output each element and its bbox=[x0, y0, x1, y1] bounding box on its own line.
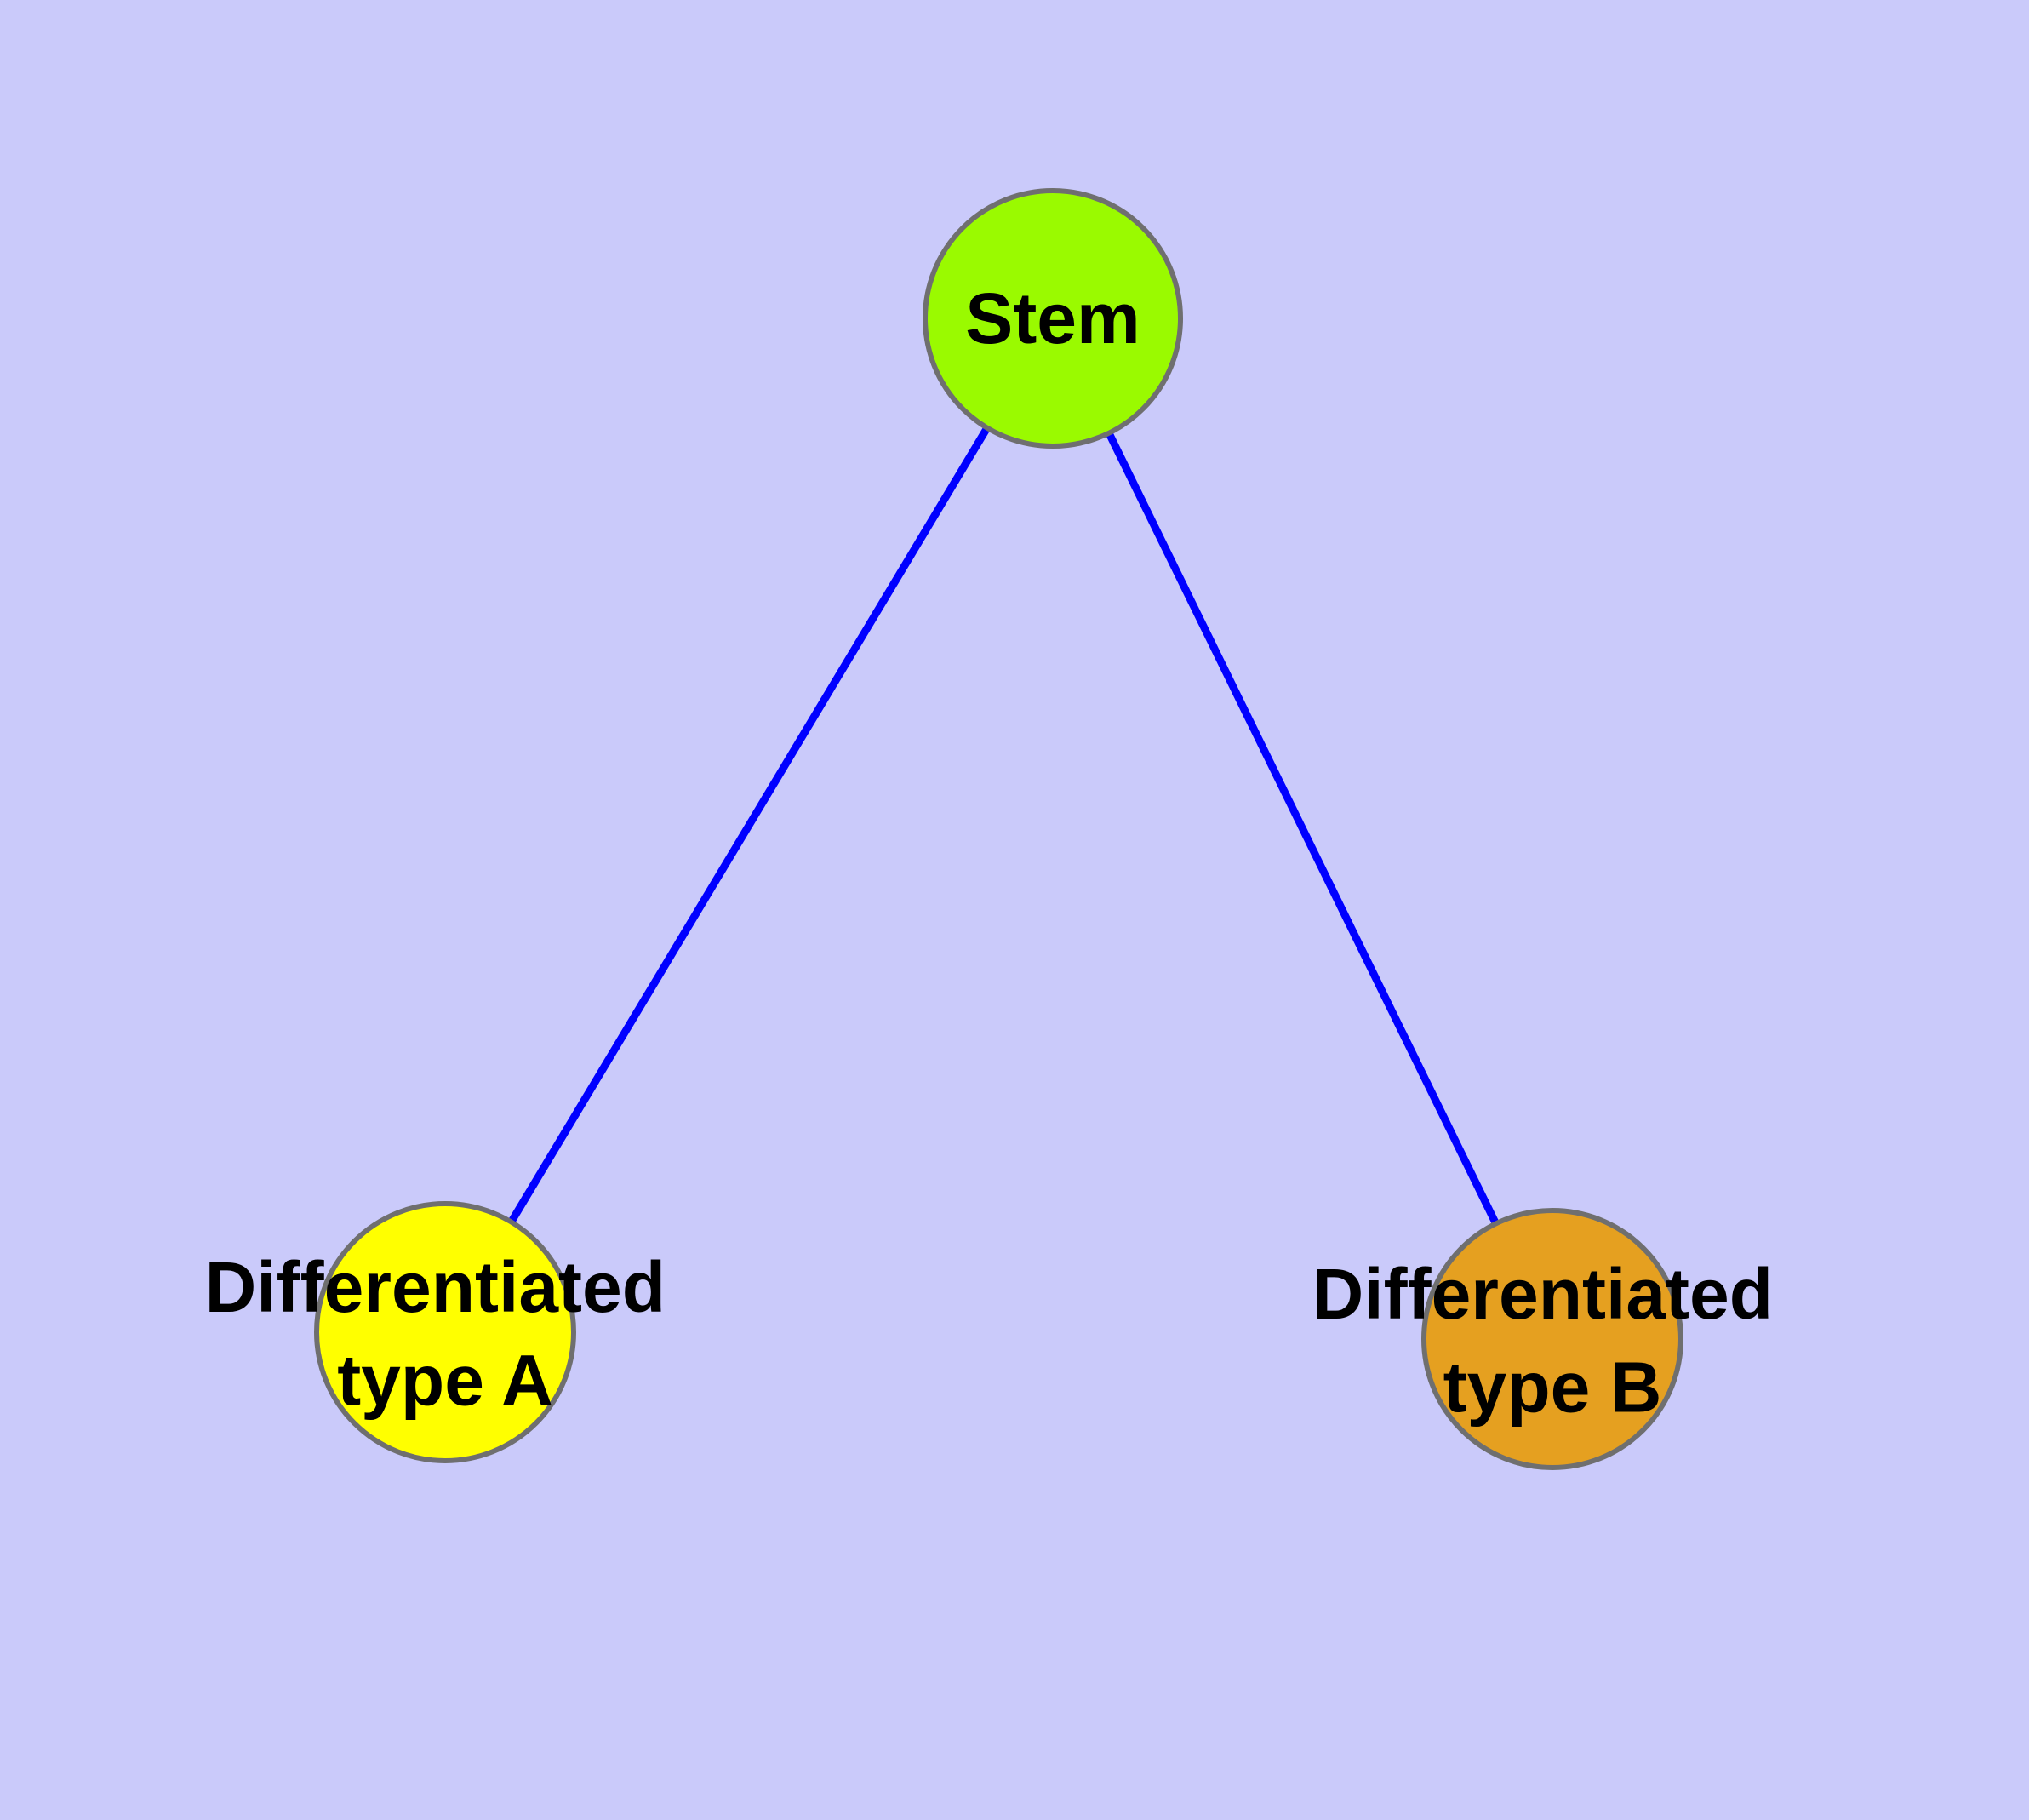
node-differentiated-type-a: Differentiated type A bbox=[205, 1201, 686, 1463]
node-differentiated-type-b-label-line2: type B bbox=[1443, 1347, 1662, 1427]
node-differentiated-type-b-label-line1: Differentiated bbox=[1312, 1254, 1773, 1334]
node-stem-circle bbox=[923, 188, 1183, 449]
node-differentiated-type-b-label: Differentiated type B bbox=[1312, 1254, 1793, 1427]
node-differentiated-type-a-circle bbox=[314, 1201, 576, 1463]
edge-stem-to-type-b bbox=[1049, 317, 1557, 1341]
node-stem: Stem bbox=[923, 188, 1183, 449]
node-differentiated-type-b: Differentiated type B bbox=[1312, 1208, 1793, 1470]
node-differentiated-type-b-circle bbox=[1421, 1208, 1683, 1470]
node-stem-label: Stem bbox=[965, 278, 1140, 358]
node-differentiated-type-a-label-line1: Differentiated bbox=[205, 1247, 666, 1327]
node-differentiated-type-a-label-line2: type A bbox=[337, 1340, 553, 1420]
edge-stem-to-type-a bbox=[442, 316, 1056, 1335]
node-differentiated-type-a-label: Differentiated type A bbox=[205, 1247, 686, 1420]
